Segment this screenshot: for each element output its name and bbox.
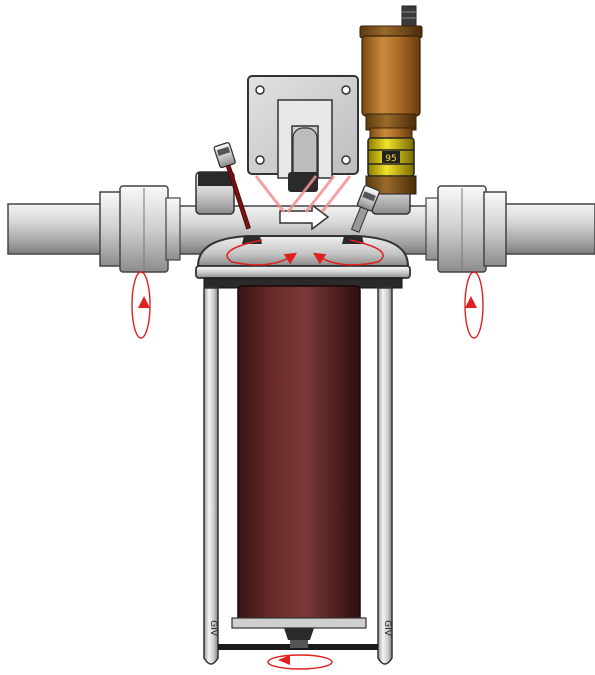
air-vent-valve: 95 (359, 5, 423, 195)
inlet-pipe (7, 203, 109, 255)
bowl-marking-left: GIV (208, 620, 218, 637)
outlet-pipe (494, 203, 595, 255)
valve-label: 95 (385, 154, 396, 164)
flow-direction-arrow (279, 203, 330, 231)
right-union-nut (425, 185, 507, 273)
drain-rotation-arrow (267, 654, 333, 670)
support-rods (203, 287, 393, 665)
bowl-markings: GIV GIV (208, 620, 392, 637)
cap-rotation-arrows (226, 239, 384, 266)
bottom-crossbar (218, 628, 378, 650)
mounting-bracket (247, 75, 359, 181)
right-nut-rotation-arrow (464, 271, 484, 339)
filter-cartridge (231, 285, 367, 629)
left-union-nut (99, 185, 181, 273)
bowl-marking-right: GIV (382, 620, 392, 637)
left-pressure-fitting (213, 142, 262, 244)
left-nut-rotation-arrow (131, 271, 151, 339)
flow-lines (254, 175, 352, 213)
